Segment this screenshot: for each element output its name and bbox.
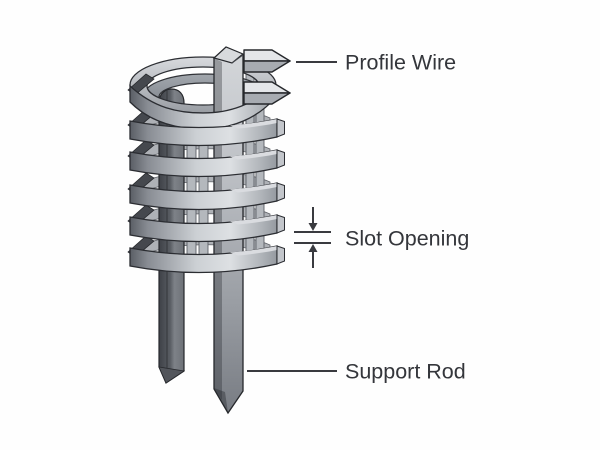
wedge-bottom-face [243, 92, 291, 105]
wire-turn-top-sliver [230, 183, 285, 193]
wire-turn-end-face [276, 245, 285, 265]
label-profile-wire: Profile Wire [345, 51, 456, 75]
wire-turn-top-sliver [230, 150, 285, 160]
annotation-profile-wire: Profile Wire [296, 51, 456, 75]
wedge-bottom-face [243, 60, 291, 73]
slot-dim-arrow-down-icon [308, 223, 318, 231]
wedge-top-face [243, 49, 291, 62]
support-rod-front-cap [212, 46, 245, 64]
wire-turn-top-sliver [230, 215, 285, 225]
wire-turn-end-face [276, 214, 285, 234]
slot-dim-arrow-up-icon [308, 244, 318, 252]
support-rod-rear-tip-face [158, 366, 186, 384]
slot-dimension-marks [294, 207, 331, 268]
support-rod-front-tip-face [214, 388, 228, 413]
wire-turn-end-face [276, 182, 285, 202]
annotation-support-rod: Support Rod [247, 360, 466, 384]
support-rod-front-cap-ridge [231, 54, 244, 64]
wire-end-wedge [243, 49, 291, 73]
profile-wire-turns [127, 73, 285, 274]
wire-end-wedge [243, 81, 291, 105]
wedge-top-face [243, 81, 291, 94]
wire-turn-top-sliver [230, 246, 285, 256]
label-slot-opening: Slot Opening [345, 227, 469, 251]
wire-turn-top-sliver [230, 119, 285, 129]
label-support-rod: Support Rod [345, 360, 466, 384]
wire-turn-end-face [276, 149, 285, 169]
wire-turn-end-face [276, 118, 285, 138]
annotation-slot-opening: Slot Opening [294, 207, 469, 268]
profile-wire-end-wedges [243, 49, 291, 105]
